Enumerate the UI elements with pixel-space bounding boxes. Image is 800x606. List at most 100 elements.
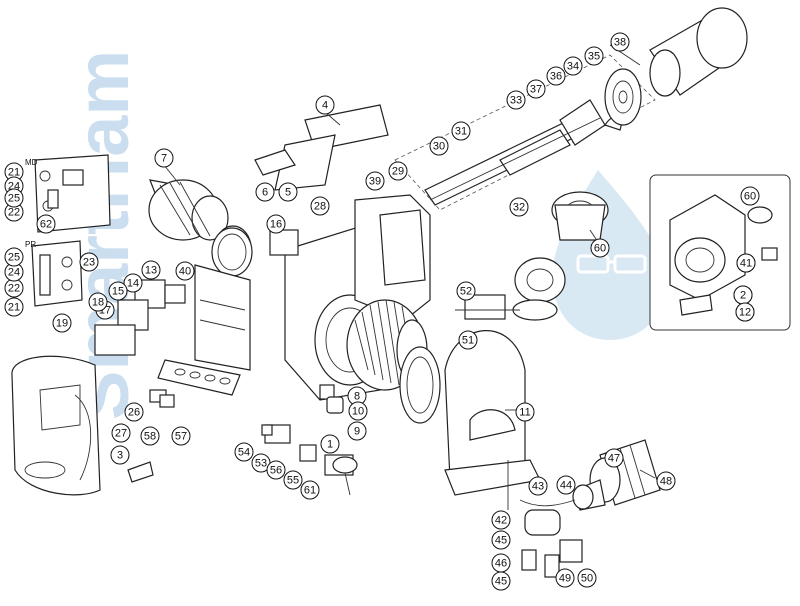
callout-number: 27 xyxy=(115,428,127,440)
callout-circle xyxy=(491,553,511,573)
callout-circle xyxy=(610,32,630,52)
callout-45: 45 xyxy=(491,571,511,591)
callout-48: 48 xyxy=(656,471,676,491)
callout-2: 2 xyxy=(733,285,753,305)
callout-58: 58 xyxy=(140,426,160,446)
callout-number: 38 xyxy=(614,37,626,49)
callout-number: 26 xyxy=(128,407,140,419)
callout-30: 30 xyxy=(429,136,449,156)
callout-number: 52 xyxy=(460,286,472,298)
callout-number: 1 xyxy=(327,439,333,451)
callout-circle xyxy=(347,421,367,441)
callout-49: 49 xyxy=(555,568,575,588)
callout-circle xyxy=(4,188,24,208)
callout-number: 50 xyxy=(581,573,593,585)
inset-panel-pr: PR xyxy=(25,240,83,307)
callout-circle xyxy=(266,214,286,234)
callout-number: 47 xyxy=(608,453,620,465)
callout-52: 52 xyxy=(456,281,476,301)
callout-number: 41 xyxy=(740,258,752,270)
callout-54: 54 xyxy=(234,442,254,462)
callout-circle xyxy=(563,56,583,76)
callout-38: 38 xyxy=(610,32,630,52)
callout-number: 11 xyxy=(519,407,530,419)
callout-46: 46 xyxy=(491,553,511,573)
callout-number: 48 xyxy=(660,476,672,488)
callout-number: 18 xyxy=(92,297,104,309)
callout-29: 29 xyxy=(388,161,408,181)
callout-circle xyxy=(458,330,478,350)
callout-9: 9 xyxy=(347,421,367,441)
callout-circle xyxy=(656,471,676,491)
callout-number: 54 xyxy=(238,447,250,459)
part-inlet-ring xyxy=(399,346,441,424)
callout-21: 21 xyxy=(4,297,24,317)
callout-62: 62 xyxy=(36,214,56,234)
callout-labels: 1234567891011121314151617181921212222232… xyxy=(4,32,760,591)
callout-number: 49 xyxy=(559,573,571,585)
part-mounting-flange xyxy=(512,191,609,321)
callout-number: 35 xyxy=(588,51,600,63)
inset-pr-title: PR xyxy=(25,240,36,249)
callout-60: 60 xyxy=(590,238,610,258)
callout-55: 55 xyxy=(283,470,303,490)
inset-panel-md: MD xyxy=(25,154,111,233)
callout-circle xyxy=(36,214,56,234)
callout-circle xyxy=(154,148,174,168)
callout-number: 46 xyxy=(495,558,507,570)
callout-number: 39 xyxy=(369,176,381,188)
callout-35: 35 xyxy=(584,46,604,66)
callout-number: 31 xyxy=(455,126,467,138)
callout-circle xyxy=(79,252,99,272)
callout-number: 37 xyxy=(530,84,542,96)
callout-circle xyxy=(515,402,535,422)
callout-circle xyxy=(278,182,298,202)
callout-number: 8 xyxy=(354,391,360,403)
callout-circle xyxy=(175,261,195,281)
callout-number: 40 xyxy=(179,266,191,278)
callout-50: 50 xyxy=(577,568,597,588)
part-diffuser-disc xyxy=(604,68,642,126)
callout-number: 9 xyxy=(354,426,360,438)
callout-23: 23 xyxy=(79,252,99,272)
callout-36: 36 xyxy=(546,66,566,86)
callout-number: 29 xyxy=(392,166,404,178)
callout-22: 22 xyxy=(4,202,24,222)
callout-number: 3 xyxy=(117,450,123,462)
callout-circle xyxy=(556,475,576,495)
callout-number: 42 xyxy=(495,515,507,527)
callout-number: 10 xyxy=(352,406,364,418)
callout-circle xyxy=(310,196,330,216)
callout-number: 21 xyxy=(8,302,20,314)
callout-19: 19 xyxy=(52,313,72,333)
callout-51: 51 xyxy=(458,330,478,350)
callout-42: 42 xyxy=(491,510,511,530)
callout-circle xyxy=(88,292,108,312)
callout-number: 15 xyxy=(112,286,124,298)
callout-57: 57 xyxy=(171,426,191,446)
callout-12: 12 xyxy=(735,302,755,322)
callout-circle xyxy=(584,46,604,66)
callout-circle xyxy=(736,253,756,273)
callout-5: 5 xyxy=(278,182,298,202)
callout-number: 4 xyxy=(322,100,328,112)
callout-number: 36 xyxy=(550,71,562,83)
callout-circle xyxy=(123,273,143,293)
callout-circle xyxy=(491,510,511,530)
callout-number: 44 xyxy=(560,480,572,492)
callout-3: 3 xyxy=(110,445,130,465)
part-top-cover xyxy=(254,104,389,191)
callout-44: 44 xyxy=(556,475,576,495)
callout-41: 41 xyxy=(736,253,756,273)
part-small-components xyxy=(127,396,358,496)
callout-number: 58 xyxy=(144,431,156,443)
callout-circle xyxy=(388,161,408,181)
callout-circle xyxy=(528,476,548,496)
callout-circle xyxy=(348,401,368,421)
callout-number: 25 xyxy=(8,193,20,205)
callout-circle xyxy=(171,426,191,446)
callout-number: 22 xyxy=(8,207,20,219)
callout-18: 18 xyxy=(88,292,108,312)
callout-circle xyxy=(320,434,340,454)
